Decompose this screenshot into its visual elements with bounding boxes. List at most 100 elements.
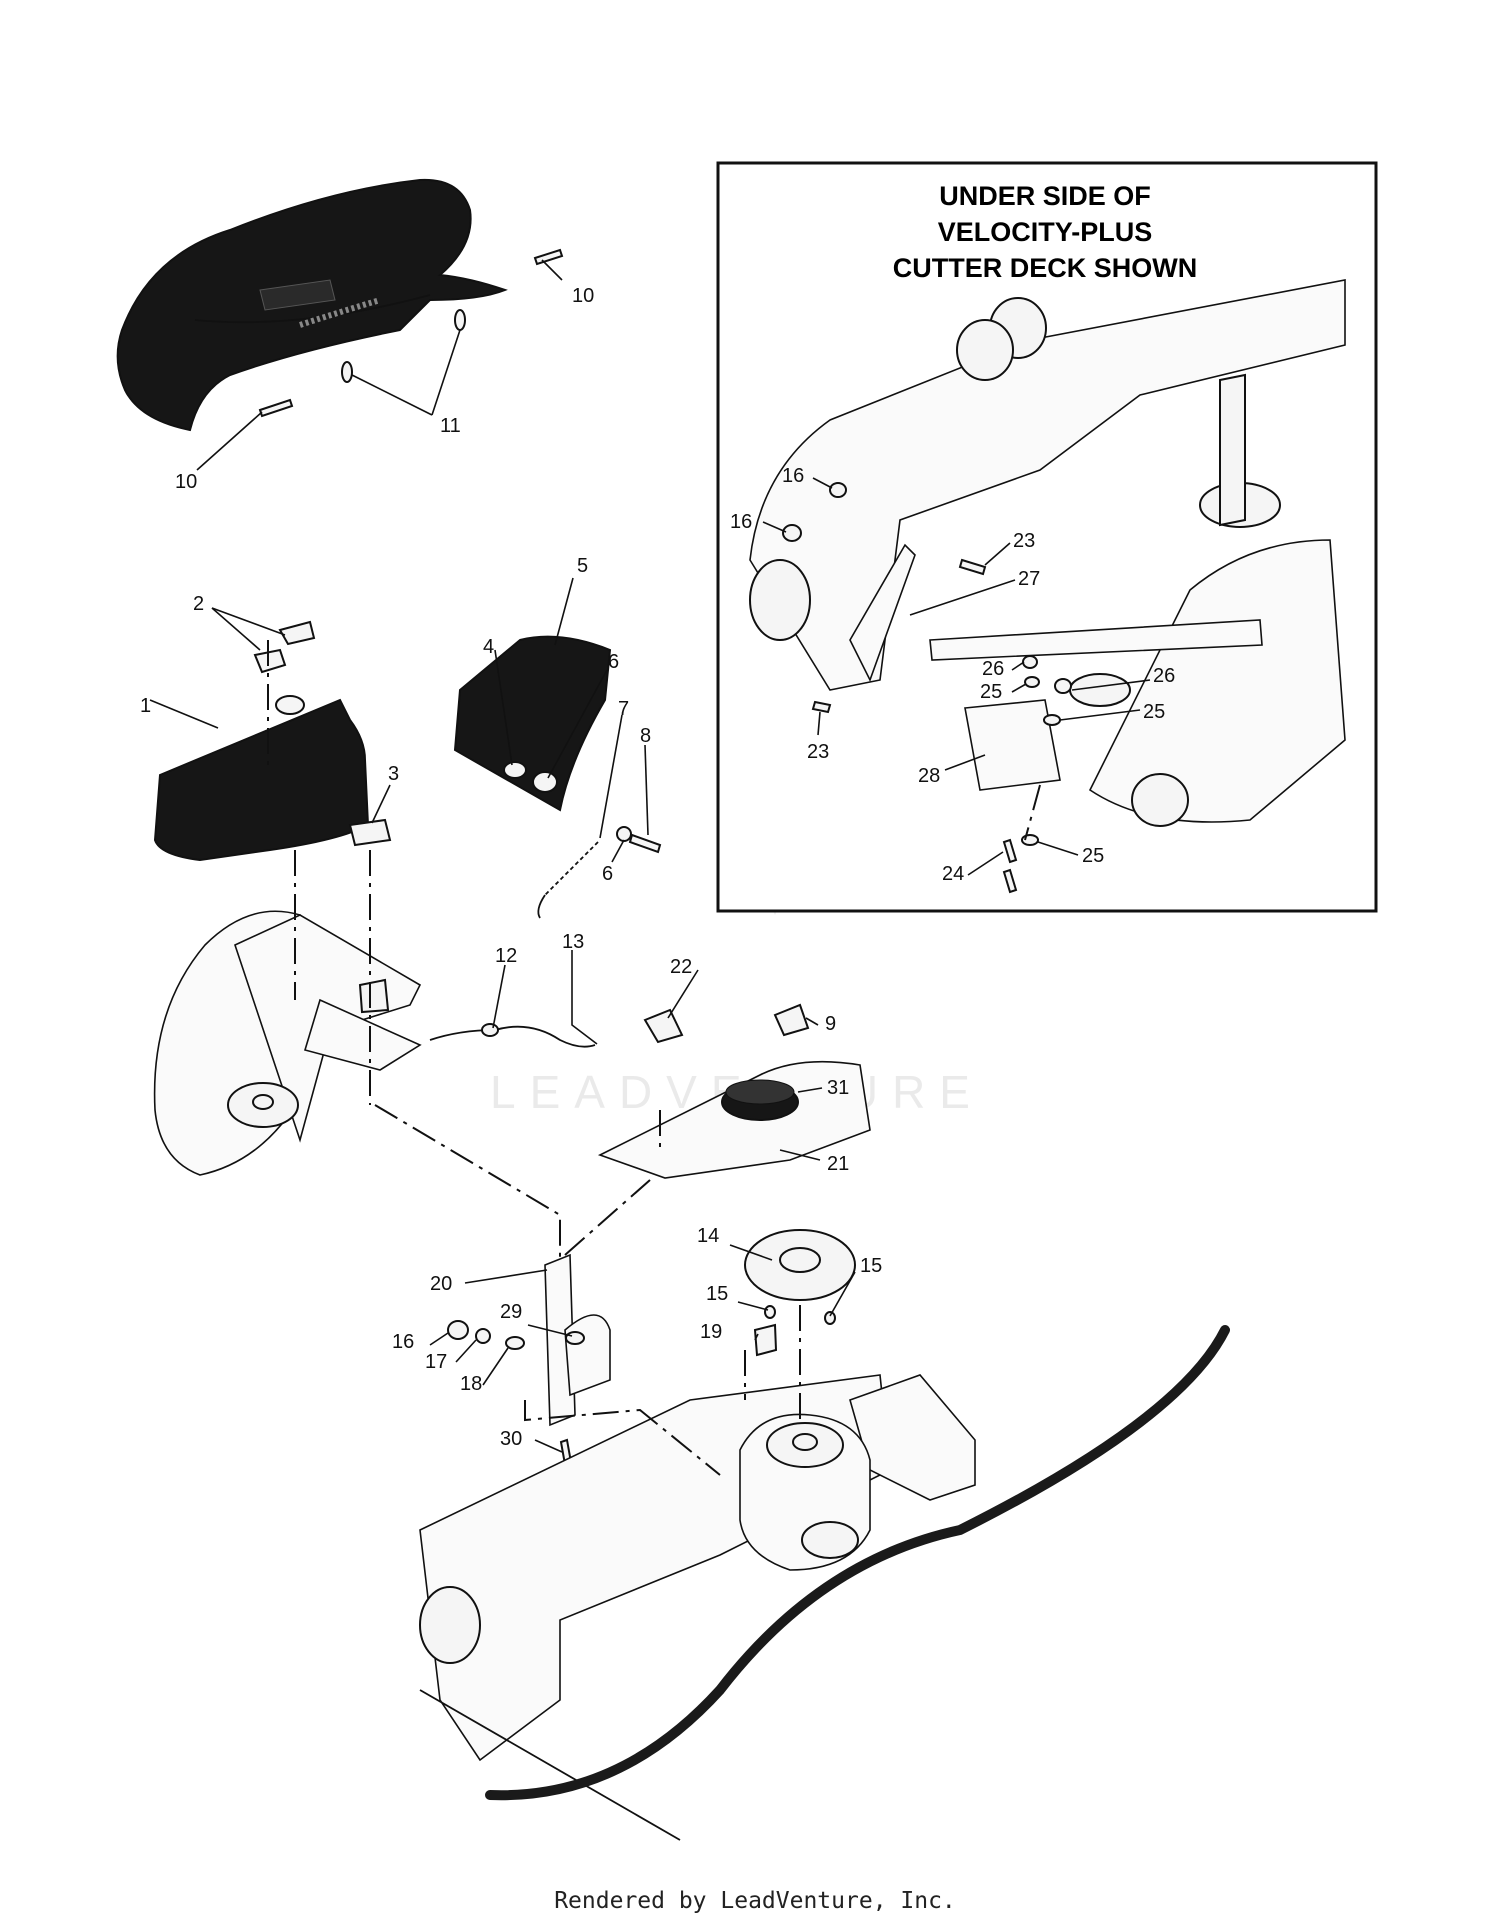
knob-22 bbox=[643, 1008, 684, 1044]
discharge-chute-group bbox=[116, 178, 564, 432]
inset-nut-c bbox=[1022, 655, 1038, 669]
pulley-hub bbox=[779, 1247, 821, 1273]
inset-nut-d bbox=[1054, 678, 1072, 694]
deck-belt bbox=[485, 1325, 1230, 1801]
spindle-housing-assembly bbox=[153, 910, 596, 1176]
inset-scraper bbox=[964, 699, 1061, 791]
callout-10-bottom: 10 bbox=[175, 471, 197, 493]
deflector-washer-b bbox=[532, 771, 558, 793]
inset-callout-26-right: 26 bbox=[1153, 665, 1175, 687]
inset-washer-c bbox=[1021, 834, 1039, 846]
inset-callout-23-top: 23 bbox=[1013, 530, 1035, 552]
inset-deck-shell bbox=[1088, 539, 1346, 823]
callout-10-top: 10 bbox=[572, 285, 594, 307]
belt-cover bbox=[153, 698, 370, 862]
cutter-deck-frame bbox=[419, 1325, 1230, 1841]
callout-30: 30 bbox=[500, 1428, 522, 1450]
callout-18: 18 bbox=[460, 1373, 482, 1395]
inset-callout-16-left: 16 bbox=[730, 511, 752, 533]
inset-callout-25-right: 25 bbox=[1143, 701, 1165, 723]
post-bracket-group bbox=[447, 1253, 778, 1472]
belt-cover-grommet bbox=[275, 695, 305, 715]
inset-caster bbox=[1131, 773, 1189, 827]
set-screw-a bbox=[764, 1305, 776, 1319]
callout-31: 31 bbox=[827, 1077, 849, 1099]
callout-20: 20 bbox=[430, 1273, 452, 1295]
bolt-19 bbox=[753, 1323, 778, 1357]
deck-roller bbox=[419, 1586, 481, 1664]
inset-blade bbox=[929, 619, 1263, 661]
deck-spindle-hub bbox=[792, 1433, 818, 1451]
pulley-group bbox=[744, 1229, 856, 1325]
inset-baffle bbox=[849, 543, 916, 683]
callout-3: 3 bbox=[388, 763, 399, 785]
callout-labels: 10 10 11 1 2 3 4 5 6 6 7 8 9 12 13 14 15… bbox=[140, 285, 1175, 1450]
belt-cover-group bbox=[153, 620, 392, 862]
callout-21: 21 bbox=[827, 1153, 849, 1175]
idler-arm-plate bbox=[303, 998, 422, 1071]
inset-roller-c bbox=[749, 559, 811, 641]
post-washer bbox=[565, 1331, 585, 1345]
inset-callout-25-left: 25 bbox=[980, 681, 1002, 703]
knob-a bbox=[253, 648, 287, 674]
inset-title-line1: UNDER SIDE OF bbox=[939, 181, 1151, 211]
cable-assembly bbox=[429, 1025, 596, 1048]
inset-screw-b bbox=[1002, 868, 1018, 894]
inset-bolt-b bbox=[811, 700, 832, 714]
inset-washer-a bbox=[1024, 676, 1040, 688]
inset-callout-27: 27 bbox=[1018, 568, 1040, 590]
inset-callout-28: 28 bbox=[918, 765, 940, 787]
knob-b bbox=[278, 620, 316, 646]
deck-idler-pulley bbox=[801, 1521, 859, 1559]
cable-clamp bbox=[481, 1023, 499, 1037]
callout-29: 29 bbox=[500, 1301, 522, 1323]
callout-6-bottom: 6 bbox=[602, 863, 613, 885]
deflector-shield bbox=[453, 635, 612, 812]
discharge-chute bbox=[116, 178, 508, 432]
inset-callout-25-bottom: 25 bbox=[1082, 845, 1104, 867]
deflector-spring bbox=[544, 841, 599, 896]
deflector-bolt bbox=[628, 833, 662, 854]
hex-nut bbox=[447, 1320, 469, 1340]
leader-lines bbox=[149, 259, 1151, 1453]
spindle-pulley-hub bbox=[252, 1094, 274, 1110]
inset-roller-b bbox=[956, 319, 1014, 381]
deflector-group bbox=[453, 635, 662, 919]
hairpin-clip-b bbox=[454, 309, 466, 331]
inset-deck-frame bbox=[749, 279, 1346, 691]
knob-9 bbox=[773, 1003, 810, 1037]
callout-12: 12 bbox=[495, 945, 517, 967]
callout-7: 7 bbox=[618, 698, 629, 720]
lock-washer bbox=[475, 1328, 491, 1344]
inset-washer-b bbox=[1043, 714, 1061, 726]
inset-title-line2: VELOCITY-PLUS bbox=[938, 217, 1153, 247]
idler-bracket-block bbox=[358, 978, 390, 1014]
deflector-washer-a bbox=[503, 761, 527, 779]
callout-1: 1 bbox=[140, 695, 151, 717]
inset-panel: UNDER SIDE OF VELOCITY-PLUS CUTTER DECK … bbox=[716, 161, 1378, 913]
set-screw-b bbox=[824, 1311, 836, 1325]
inset-nut-b bbox=[782, 524, 802, 542]
chute-pin-top bbox=[533, 248, 564, 266]
chute-spring bbox=[299, 297, 381, 328]
callout-16: 16 bbox=[392, 1331, 414, 1353]
hairpin-clip-a bbox=[341, 361, 353, 383]
callout-15-left: 15 bbox=[706, 1283, 728, 1305]
footer-credit: Rendered by LeadVenture, Inc. bbox=[554, 1888, 956, 1914]
inset-nut-a bbox=[829, 482, 847, 498]
inset-spindle-shaft bbox=[1219, 373, 1246, 527]
callout-5: 5 bbox=[577, 555, 588, 577]
callout-17: 17 bbox=[425, 1351, 447, 1373]
callout-19: 19 bbox=[700, 1321, 722, 1343]
deflector-washer-c bbox=[616, 826, 632, 842]
inset-callout-26-left: 26 bbox=[982, 658, 1004, 680]
callout-2: 2 bbox=[193, 593, 204, 615]
callout-14: 14 bbox=[697, 1225, 719, 1247]
inset-callout-24: 24 bbox=[942, 863, 964, 885]
inset-title-line3: CUTTER DECK SHOWN bbox=[893, 253, 1198, 283]
inset-spindle-hub bbox=[1069, 673, 1131, 707]
callout-6-top: 6 bbox=[608, 651, 619, 673]
post bbox=[544, 1253, 576, 1427]
